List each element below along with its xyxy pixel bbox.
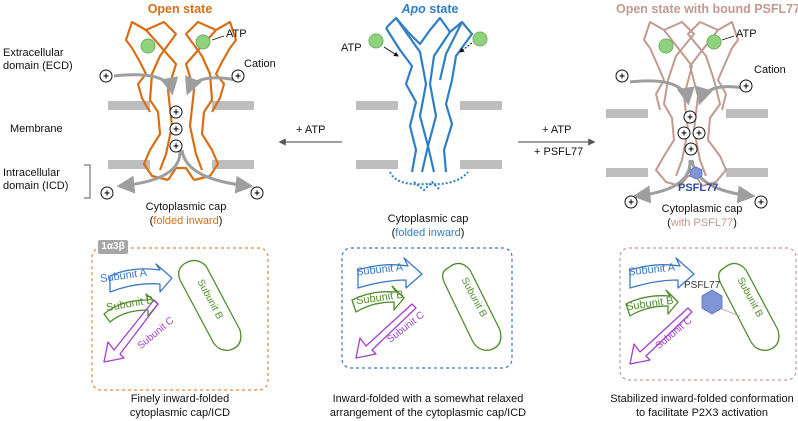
psfl-state-title: Open state with bound PSFL77	[616, 2, 798, 16]
cation-label-left: Cation	[244, 58, 276, 70]
svg-text:+: +	[173, 142, 179, 153]
svg-text:+: +	[688, 145, 694, 156]
svg-text:+: +	[103, 72, 109, 83]
psfl-state-note: Stabilized inward-folded conformation to…	[608, 392, 796, 420]
apo-cap-line2: (folded inward)	[391, 227, 465, 239]
apo-state-title: Apo state	[370, 2, 490, 16]
psfl77-hexagon	[701, 289, 723, 315]
psfl-cap-label: Cytoplasmic cap (with PSFL77)	[646, 202, 758, 230]
svg-text:+: +	[254, 189, 260, 200]
apo-cap-line1: Cytoplasmic cap	[387, 213, 469, 225]
svg-text:+: +	[173, 108, 179, 119]
apo-note-line1: Inward-folded with a somewhat relaxed	[332, 393, 524, 405]
open-note-line1: Finely inward-folded	[130, 393, 230, 405]
psfl-note-line1: Stabilized inward-folded conformation	[610, 393, 794, 405]
psfl-state-subunit-box	[619, 247, 797, 381]
atp-label-middle: ATP	[341, 42, 362, 54]
arrow-left-label: + ATP	[296, 124, 326, 136]
open-state-subunit-box	[91, 247, 269, 391]
membrane-upper-left	[356, 101, 398, 110]
arrow-right-label2: + PSFL77	[534, 146, 584, 158]
open-state-title: Open state	[147, 2, 213, 16]
badge-1a3b: 1α3β	[101, 241, 125, 252]
psfl77-label: PSFL77	[678, 182, 719, 194]
membrane-label: Membrane	[10, 123, 63, 135]
apo-title-italic: Apo	[401, 2, 426, 16]
svg-text:+: +	[758, 198, 764, 209]
membrane-lower-right	[212, 160, 254, 169]
open-note-line2: cytoplasmic cap/ICD	[129, 407, 231, 419]
cation-label-right: Cation	[754, 64, 786, 76]
apo-state-subunit-box	[341, 247, 513, 369]
psfl-cap-line1: Cytoplasmic cap	[661, 203, 743, 215]
svg-text:+: +	[628, 198, 634, 209]
svg-text:+: +	[619, 72, 625, 83]
arrow-right-label1: + ATP	[542, 124, 572, 136]
right-psfl77-label: PSFL77	[684, 280, 721, 291]
svg-text:+: +	[104, 189, 110, 200]
icd-label: Intracellular domain (ICD)	[3, 167, 69, 192]
apo-state-note: Inward-folded with a somewhat relaxed ar…	[312, 392, 544, 420]
apo-note-line2: arrangement of the cytoplasmic cap/ICD	[329, 407, 527, 419]
membrane-lower-left	[108, 160, 150, 169]
membrane-lower-left	[356, 160, 398, 169]
apo-cap-label: Cytoplasmic cap (folded inward)	[372, 212, 484, 240]
membrane-upper-left	[108, 101, 150, 110]
psfl-cap-line2: (with PSFL77)	[667, 217, 737, 229]
svg-text:+: +	[173, 125, 179, 136]
membrane-upper-right	[212, 101, 254, 110]
badge-bg	[98, 240, 128, 254]
apo-cap-folded: folded inward	[395, 227, 461, 239]
open-cap-folded: folded inward	[153, 215, 219, 227]
psfl-state-channel: ++ ++++ ++	[606, 21, 768, 209]
open-subunit-shapes	[103, 259, 242, 363]
open-cap-line2: (folded inward)	[149, 215, 223, 227]
apo-state-channel	[356, 16, 502, 192]
svg-text:+: +	[696, 129, 702, 140]
open-cap-label: Cytoplasmic cap (folded inward)	[130, 200, 242, 228]
open-state-channel: + + + + + + +	[84, 20, 264, 200]
psfl-cap-with: with PSFL77	[670, 217, 734, 229]
svg-text:+: +	[235, 72, 241, 83]
membrane-upper-right	[460, 101, 502, 110]
open-cap-line1: Cytoplasmic cap	[145, 201, 227, 213]
svg-text:+: +	[743, 82, 749, 93]
apo-title-rest: state	[429, 2, 459, 16]
ecd-label: Extracellular domain (ECD)	[3, 47, 73, 72]
atp-label-right: ATP	[736, 28, 757, 40]
atp-label-left: ATP	[226, 28, 247, 40]
svg-text:+: +	[687, 113, 693, 124]
psfl-note-line2: to facilitate P2X3 activation	[635, 407, 769, 419]
psfl-subunit-shapes	[625, 257, 780, 365]
membrane-lower-right	[460, 160, 502, 169]
open-state-note: Finely inward-folded cytoplasmic cap/ICD	[100, 392, 260, 420]
apo-subunit-shapes	[351, 257, 502, 359]
svg-text:+: +	[681, 129, 687, 140]
